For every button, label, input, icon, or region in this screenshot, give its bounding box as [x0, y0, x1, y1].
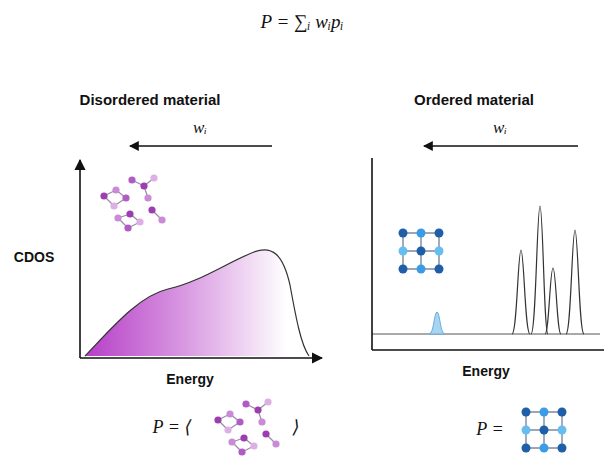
panel-heading: Disordered material — [80, 92, 221, 109]
axis-title: Energy — [462, 364, 509, 379]
weight-symbol: wᵢ — [193, 119, 207, 138]
axis-title: Energy — [166, 372, 213, 387]
panel-heading: Ordered material — [414, 92, 534, 109]
formula-text: P = ⟨ — [153, 418, 192, 438]
weight-symbol: wᵢ — [493, 119, 507, 138]
axis-title: CDOS — [14, 250, 54, 265]
formula-title: P = ∑ᵢ wᵢpᵢ — [260, 12, 343, 33]
formula-text: ⟩ — [292, 418, 299, 438]
formula-text: P = — [476, 420, 503, 440]
